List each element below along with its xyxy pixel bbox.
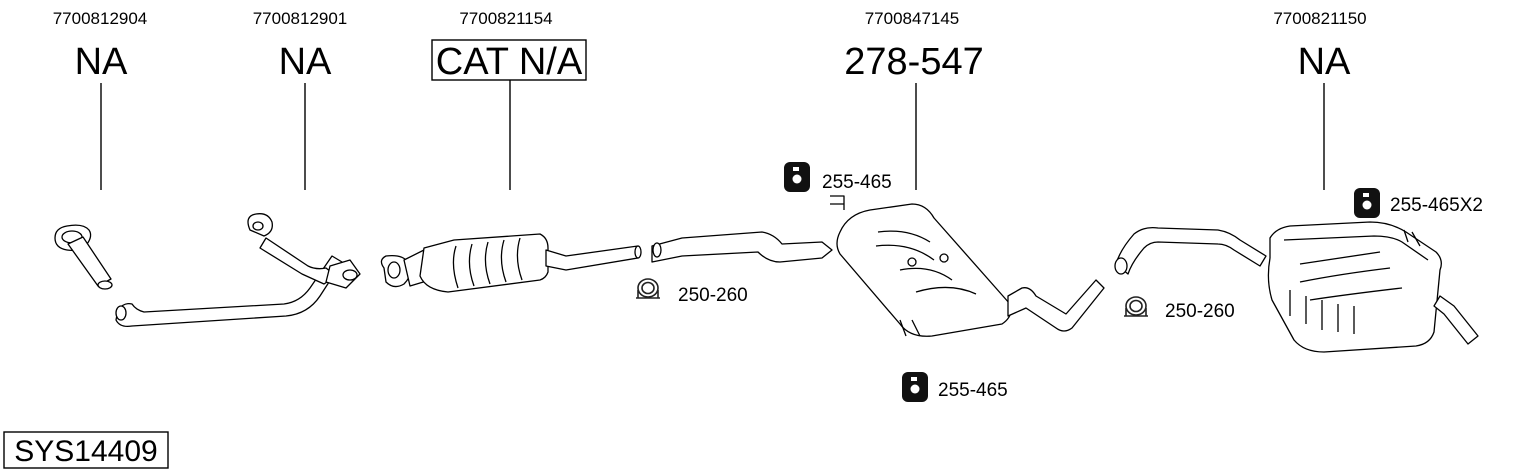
- system-code: SYS14409: [14, 435, 157, 468]
- pipe-clamp-icon: [635, 278, 661, 299]
- pipe-clamp-icon: [1123, 296, 1149, 317]
- catalytic-converter-drawing: [381, 234, 641, 292]
- accessory-code-4: 250-260: [1165, 301, 1235, 322]
- part-number-5: 7700821150: [1273, 9, 1366, 28]
- part-number-1: 7700812904: [53, 9, 148, 28]
- rubber-hanger-icon: [902, 372, 928, 402]
- accessory-code-2: 250-260: [678, 285, 748, 306]
- part-code-box-3: [431, 39, 587, 81]
- part-number-3: 7700821154: [459, 9, 552, 28]
- accessory-1: 255-465: [784, 162, 892, 193]
- accessory-5: 255-465X2: [1354, 188, 1483, 218]
- part-number-4: 7700847145: [865, 9, 960, 28]
- accessory-code-3: 255-465: [938, 380, 1008, 401]
- part-code-2: NA: [279, 41, 332, 83]
- down-pipe-drawing: [55, 214, 360, 327]
- accessory-2: 250-260: [635, 278, 748, 306]
- part-code-1: NA: [75, 41, 128, 83]
- accessory-code-1: 255-465: [822, 172, 892, 193]
- part-code-5: NA: [1298, 41, 1351, 83]
- system-code-box: [3, 431, 169, 469]
- rear-silencer-drawing: [1115, 222, 1478, 352]
- centre-silencer-drawing: [652, 196, 1104, 336]
- part-code-3: CAT N/A: [436, 41, 583, 83]
- rubber-hanger-icon: [1354, 188, 1380, 218]
- accessory-3: 255-465: [902, 372, 1008, 402]
- part-code-4: 278-547: [844, 41, 983, 83]
- rubber-hanger-icon: [784, 162, 810, 192]
- accessory-4: 250-260: [1123, 296, 1235, 322]
- part-number-2: 7700812901: [253, 9, 348, 28]
- accessory-code-5: 255-465X2: [1390, 195, 1483, 216]
